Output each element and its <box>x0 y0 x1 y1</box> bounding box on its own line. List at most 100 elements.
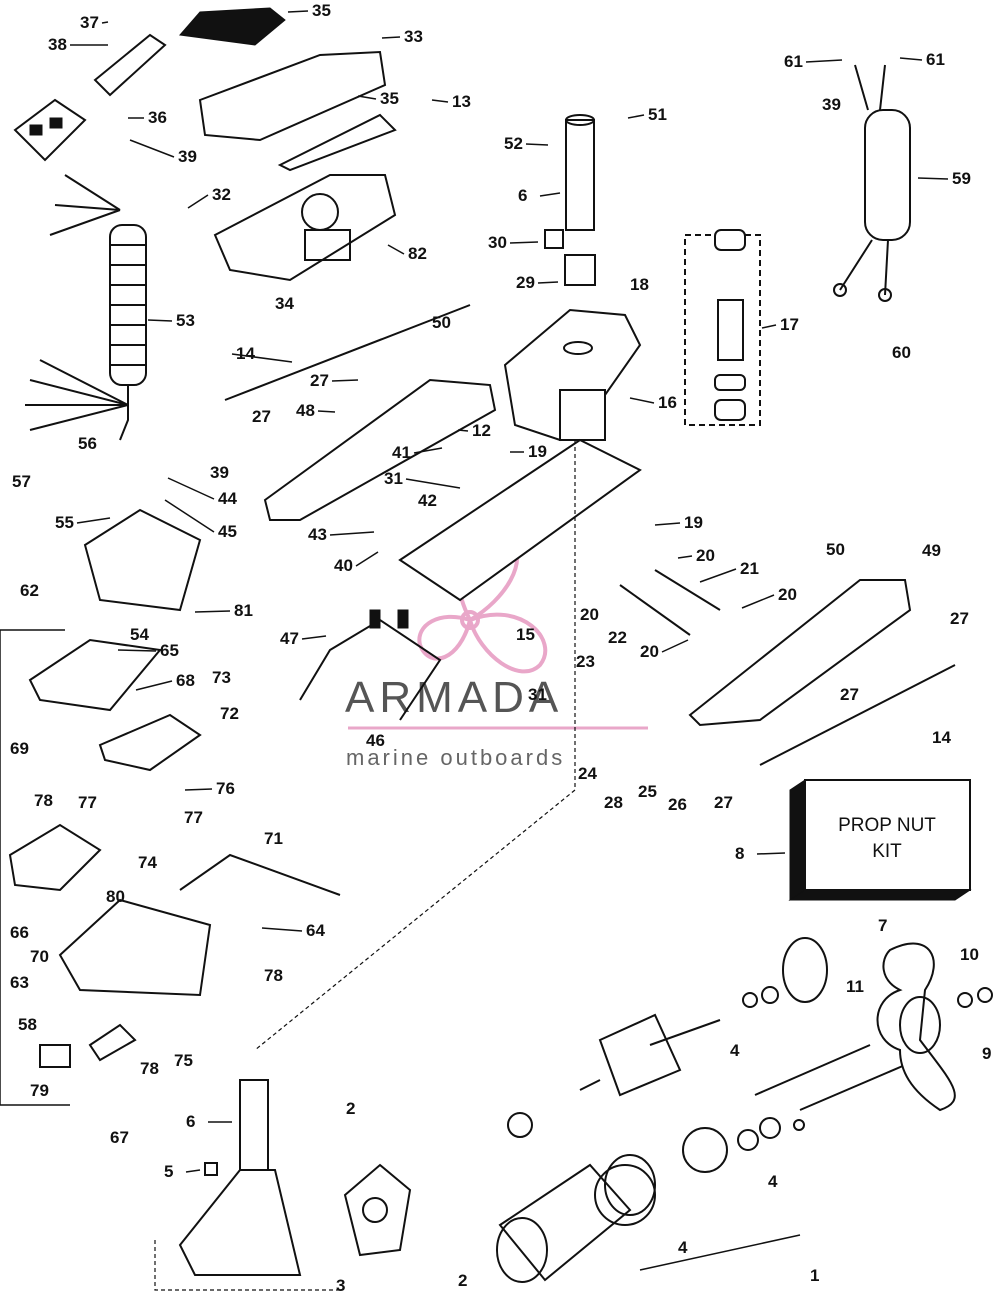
callout-48: 48 <box>296 401 315 420</box>
callout-51: 51 <box>648 105 667 124</box>
leader-line-30 <box>509 241 539 244</box>
leader-line-53 <box>147 319 173 322</box>
prop-nut <box>957 992 973 1008</box>
callout-4b: 4 <box>768 1172 778 1191</box>
brush-plate <box>343 1163 412 1257</box>
mount-bracket <box>398 438 642 602</box>
leader-line-55 <box>76 517 111 524</box>
callout-61a: 61 <box>784 52 803 71</box>
callout-8: 8 <box>735 844 744 863</box>
rod-22 <box>619 584 691 636</box>
callout-35b: 35 <box>380 89 399 108</box>
callout-60: 60 <box>892 343 911 362</box>
shaft-upper <box>544 114 596 286</box>
callout-69: 69 <box>10 739 29 758</box>
leader-line-33 <box>381 36 401 39</box>
callout-17: 17 <box>780 315 799 334</box>
callout-68: 68 <box>176 671 195 690</box>
callout-45: 45 <box>218 522 237 541</box>
callout-10: 10 <box>960 945 979 964</box>
leader-line-64 <box>261 927 303 932</box>
lead-1 <box>639 1234 801 1271</box>
leader-line-20d <box>661 639 689 653</box>
leader-line-29 <box>537 281 559 284</box>
leader-line-17 <box>761 324 777 329</box>
callout-21: 21 <box>740 559 759 578</box>
callout-39b: 39 <box>822 95 841 114</box>
leader-line-41 <box>413 447 443 454</box>
leader-line-35a <box>287 10 309 13</box>
callout-15: 15 <box>516 625 535 644</box>
leader-line-61a <box>805 59 843 63</box>
callout-11: 11 <box>846 977 864 996</box>
callout-5: 5 <box>164 1162 173 1181</box>
rail-bar-lower <box>759 664 956 766</box>
callout-7: 7 <box>878 916 887 935</box>
callout-54: 54 <box>130 625 149 644</box>
callout-4a: 4 <box>730 1041 740 1060</box>
callout-34: 34 <box>275 294 294 313</box>
coiled-cord <box>25 174 147 441</box>
callout-49: 49 <box>922 541 941 560</box>
leader-line-20b <box>741 594 775 609</box>
kit-line-2: KIT <box>872 841 902 862</box>
callout-20d: 20 <box>640 642 659 661</box>
leader-line-6a <box>539 192 561 197</box>
alignment-dash-shaft <box>254 440 576 1051</box>
callout-78b: 78 <box>264 966 283 985</box>
callout-9: 9 <box>982 1044 991 1063</box>
callout-79: 79 <box>30 1081 49 1100</box>
callout-6b: 6 <box>186 1112 195 1131</box>
callout-74: 74 <box>138 853 157 872</box>
callout-27c: 27 <box>950 609 969 628</box>
o-ring-upper <box>782 937 828 1003</box>
end-cap <box>682 1117 805 1173</box>
leader-line-12 <box>457 429 469 432</box>
callout-39c: 39 <box>210 463 229 482</box>
callout-19b: 19 <box>684 513 703 532</box>
callout-23: 23 <box>576 652 595 671</box>
callout-64: 64 <box>306 921 325 940</box>
callout-81: 81 <box>234 601 253 620</box>
callout-6a: 6 <box>518 186 527 205</box>
callout-20b: 20 <box>778 585 797 604</box>
kit-line-1: PROP NUT <box>838 815 936 836</box>
leader-line-59 <box>917 177 949 180</box>
leader-line-21 <box>699 568 737 583</box>
callout-27a: 27 <box>310 371 329 390</box>
leader-line-44 <box>167 477 215 500</box>
prop-washer <box>977 987 993 1003</box>
leader-line-68 <box>135 680 173 691</box>
foot-pedal-group <box>0 629 212 1106</box>
callout-27e: 27 <box>714 793 733 812</box>
callout-24: 24 <box>578 764 597 783</box>
callout-35a: 35 <box>312 1 331 20</box>
callout-4c: 4 <box>678 1238 688 1257</box>
callout-22: 22 <box>608 628 627 647</box>
callout-65: 65 <box>160 641 179 660</box>
callout-39a: 39 <box>178 147 197 166</box>
callout-14a: 14 <box>236 344 255 363</box>
motor-housing <box>496 1112 656 1283</box>
leader-line-19b <box>654 522 681 526</box>
callout-59: 59 <box>952 169 971 188</box>
callout-75: 75 <box>174 1051 193 1070</box>
control-housing <box>213 174 397 282</box>
motor-mount <box>503 308 642 442</box>
callout-29: 29 <box>516 273 535 292</box>
leader-line-37 <box>101 21 109 24</box>
switch-plate <box>13 33 167 162</box>
leader-line-32 <box>187 194 209 209</box>
callout-38: 38 <box>48 35 67 54</box>
callout-66: 66 <box>10 923 29 942</box>
callout-72: 72 <box>220 704 239 723</box>
leader-line-61b <box>899 57 923 61</box>
callout-18: 18 <box>630 275 649 294</box>
callout-26: 26 <box>668 795 687 814</box>
leader-line-76 <box>184 788 213 791</box>
leader-line-81 <box>194 610 231 613</box>
leader-line-82 <box>387 244 405 255</box>
callout-37: 37 <box>80 13 99 32</box>
callout-28: 28 <box>604 793 623 812</box>
side-plate-left <box>263 378 497 521</box>
